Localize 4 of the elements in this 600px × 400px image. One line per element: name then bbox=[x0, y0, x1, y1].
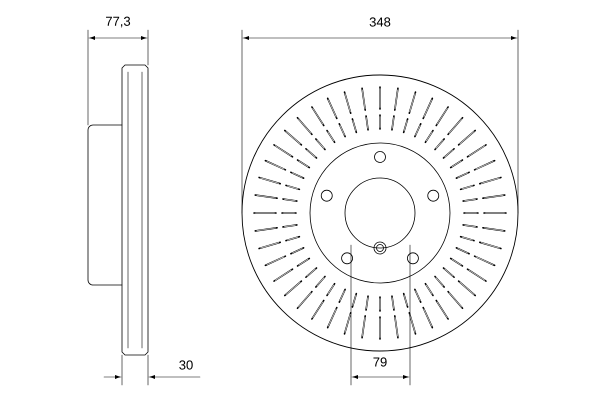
dimension-label: 30 bbox=[179, 360, 193, 370]
dimension-label: 77,3 bbox=[106, 16, 130, 28]
dimension-label: 348 bbox=[370, 17, 390, 27]
dimension-label: 79 bbox=[373, 357, 387, 367]
